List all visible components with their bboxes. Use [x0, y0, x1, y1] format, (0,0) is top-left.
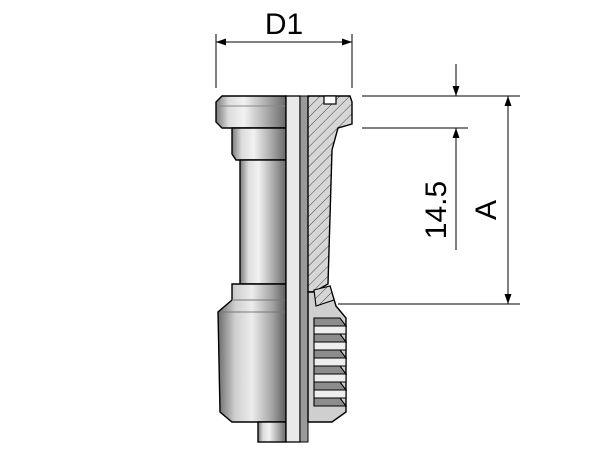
d1-label: D1 [265, 8, 303, 41]
extension-lines [338, 95, 520, 305]
a-label: A [470, 200, 503, 220]
ferrule-serrations [313, 317, 348, 407]
section-body [307, 95, 353, 293]
dimension-14-5-label: 14.5 [420, 181, 453, 239]
ferrule-exterior [217, 283, 287, 423]
collar-exterior [231, 127, 287, 161]
dimension-d1: D1 [215, 8, 353, 88]
neck-tube-exterior [239, 159, 287, 285]
center-bore [285, 95, 309, 443]
fitting-section [307, 95, 353, 423]
fitting-exterior [215, 95, 287, 443]
stem-tail-exterior [257, 421, 287, 443]
dimension-a: A [470, 96, 512, 304]
dimension-14-5: 14.5 [420, 64, 460, 250]
seal-groove [323, 95, 337, 105]
flange-exterior [215, 95, 287, 129]
